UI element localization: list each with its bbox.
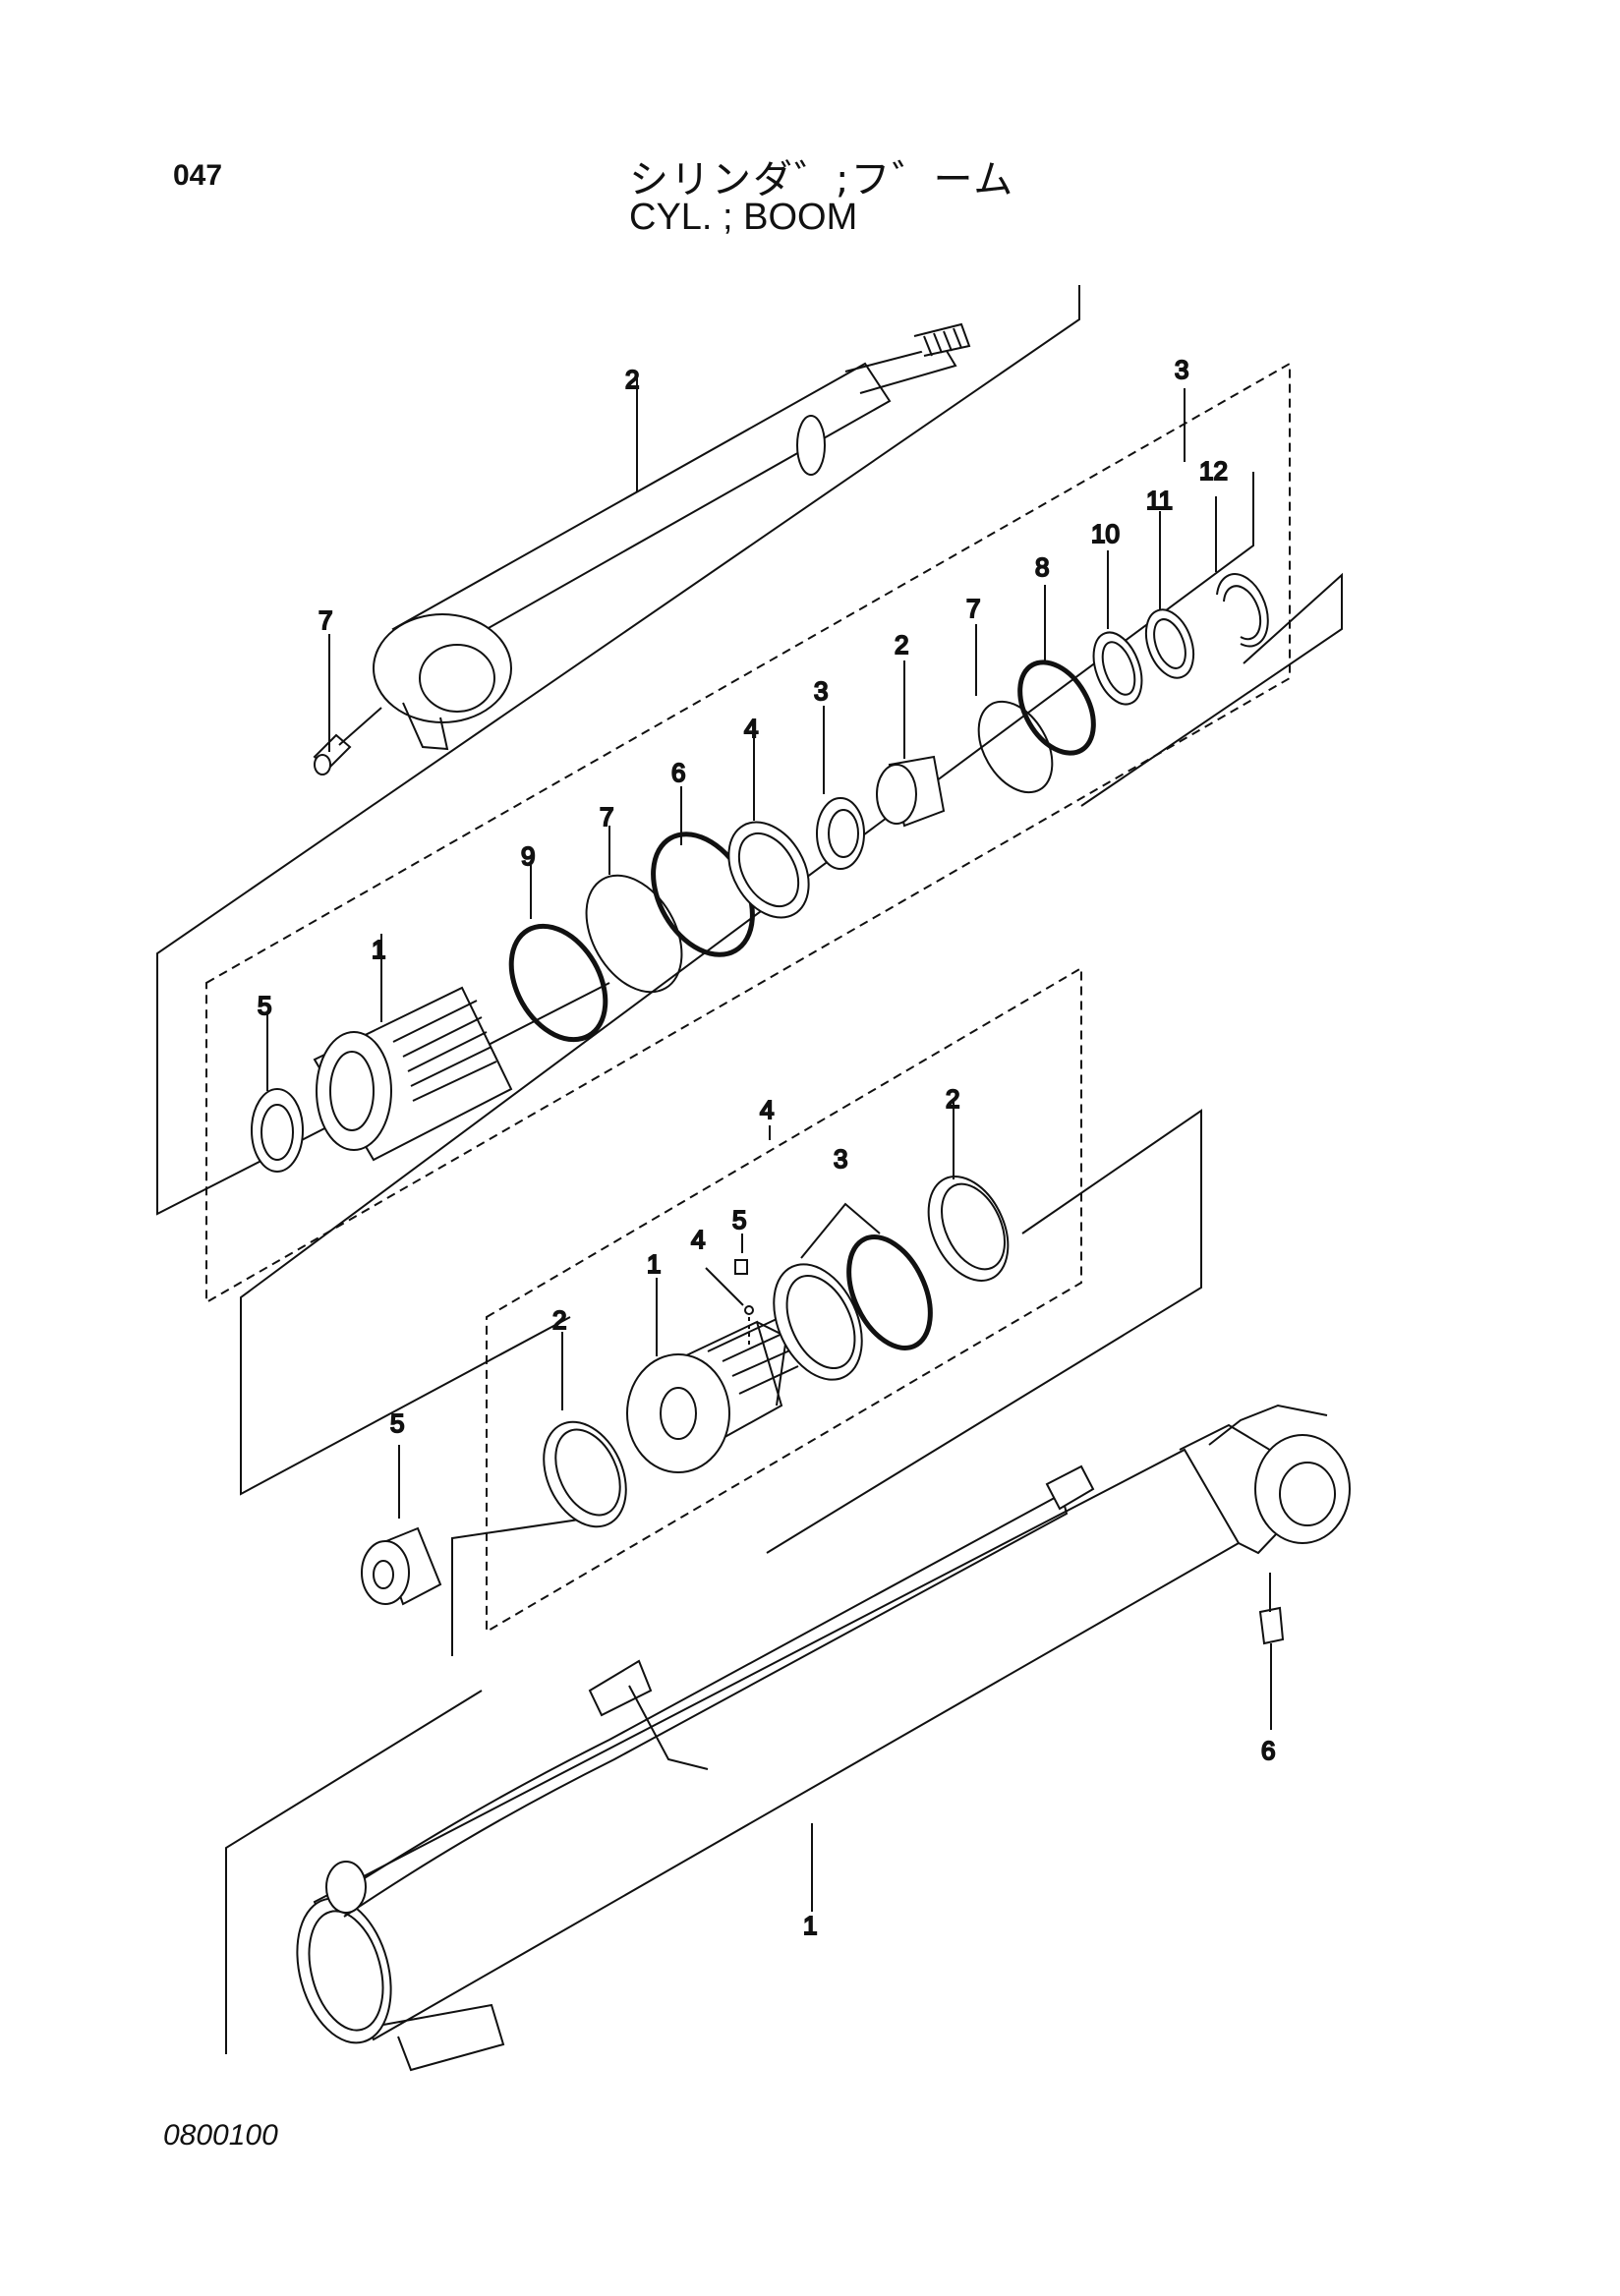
callout-kit3-item7b: 7 xyxy=(966,594,980,623)
leader-line-kit4-item3 xyxy=(800,1202,881,1259)
set-screw-5 xyxy=(734,1234,748,1275)
piston xyxy=(626,1278,799,1473)
callout-kit3-item7a: 7 xyxy=(600,802,613,832)
callout-kit3-item2: 2 xyxy=(895,630,908,660)
callout-grease-fitting-tube: 6 xyxy=(1261,1736,1275,1765)
callout-head-kit: 3 xyxy=(1175,355,1188,384)
callout-piston-kit: 4 xyxy=(760,1095,774,1124)
outline-piston-group xyxy=(766,1109,1202,1554)
callout-tube: 1 xyxy=(803,1911,817,1940)
title-japanese: シリンダ゛;フ゛ーム xyxy=(629,157,1015,202)
bushing-2 xyxy=(876,660,946,828)
drawing-number: 0800100 xyxy=(163,2119,278,2152)
dust-seal xyxy=(251,1012,304,1173)
backup-ring-9 xyxy=(508,923,608,1043)
piston-nut xyxy=(361,1445,442,1606)
o-ring-7b xyxy=(977,700,1054,794)
callout-kit4-item1: 1 xyxy=(647,1249,661,1279)
hydraulic-pipe xyxy=(325,1464,1095,1918)
outline-rod-group xyxy=(156,285,1080,1216)
outline-head-group xyxy=(240,472,1254,1496)
page-number: 047 xyxy=(173,159,223,192)
callout-kit3-item9: 9 xyxy=(521,841,535,871)
backup-ring-8 xyxy=(1017,660,1096,756)
o-ring-7a xyxy=(585,874,683,994)
rod-seal-3 xyxy=(816,706,865,870)
wear-ring-2a xyxy=(543,1332,627,1528)
callout-kit3-item10: 10 xyxy=(1091,519,1120,548)
ring-10 xyxy=(1092,550,1143,706)
callout-kit4-item5: 5 xyxy=(732,1205,746,1234)
callout-kit4-item4: 4 xyxy=(691,1225,705,1254)
callout-kit3-item6: 6 xyxy=(671,758,685,787)
callout-grease-fitting-rod: 7 xyxy=(318,605,332,635)
callout-kit3-item3: 3 xyxy=(814,676,828,706)
title-english: CYL. ; BOOM xyxy=(629,197,858,238)
callout-kit3-item1: 1 xyxy=(372,935,385,964)
ring-11 xyxy=(1144,511,1195,679)
cylinder-head xyxy=(313,934,513,1162)
outline-nut-link xyxy=(451,1513,620,1656)
callout-nut: 5 xyxy=(390,1408,404,1438)
grease-fitting-tube xyxy=(1258,1573,1285,1730)
grease-fitting-rod xyxy=(313,707,382,775)
cylinder-tube xyxy=(296,1404,1351,2072)
outline-head-ring-link xyxy=(1080,572,1343,807)
callout-kit3-item12: 12 xyxy=(1199,456,1228,486)
callout-kit4-item2a: 2 xyxy=(552,1305,566,1335)
callout-kit3-item11: 11 xyxy=(1146,486,1173,515)
callout-kit3-item4: 4 xyxy=(744,714,758,743)
outline-tube-link xyxy=(225,1690,483,2054)
callout-kit3-item8: 8 xyxy=(1035,552,1049,582)
buffer-ring-4 xyxy=(727,737,810,919)
callout-kit4-item2b: 2 xyxy=(946,1084,959,1114)
head-kit-boundary xyxy=(205,362,1291,1304)
slipper-seal-3 xyxy=(773,1263,863,1381)
o-ring-piston xyxy=(846,1234,933,1350)
callout-kit3-item5: 5 xyxy=(258,991,271,1020)
ball-4 xyxy=(705,1267,754,1347)
piston-rod xyxy=(373,322,971,751)
wear-ring-2b xyxy=(927,1101,1010,1282)
piston-kit-boundary xyxy=(486,966,1082,1634)
snap-ring-12 xyxy=(1215,496,1269,648)
callout-kit4-item3: 3 xyxy=(834,1144,847,1174)
callout-rod: 2 xyxy=(625,365,639,394)
